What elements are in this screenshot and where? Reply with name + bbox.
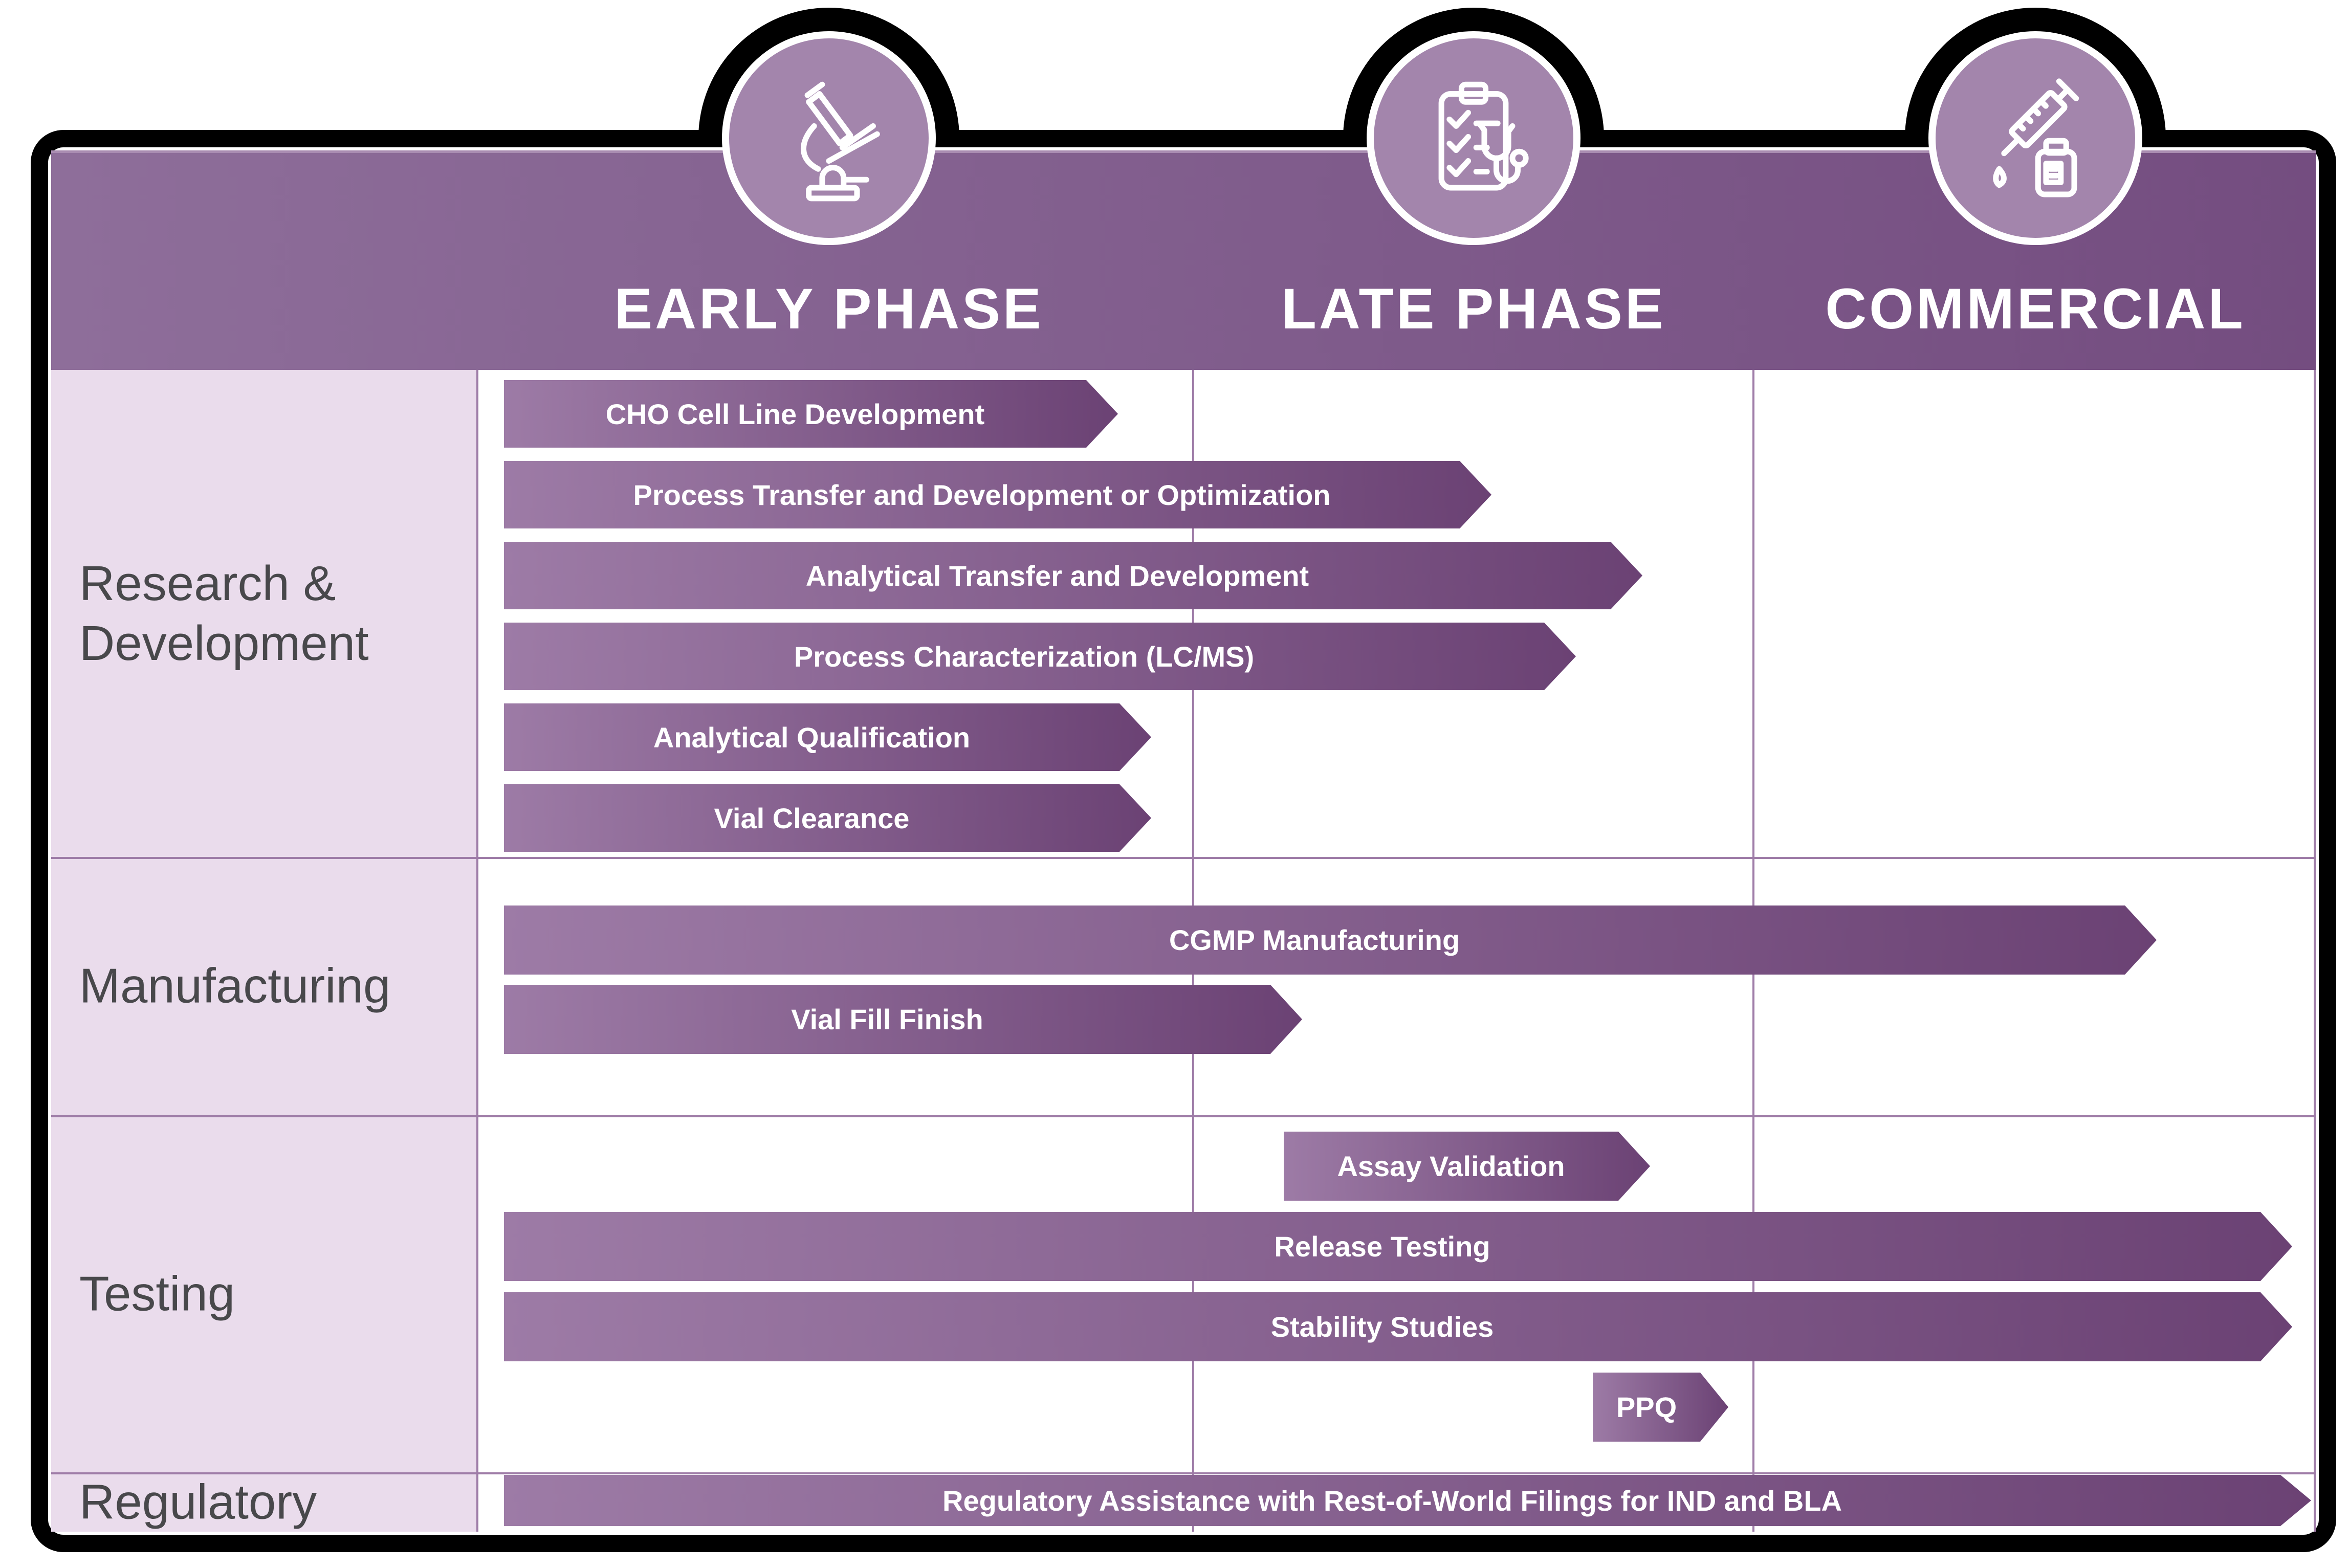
phase-title-commercial: COMMERCIAL: [1825, 277, 2246, 341]
gantt-bar: CGMP Manufacturing: [504, 906, 2157, 975]
gantt-bar: PPQ: [1593, 1373, 1728, 1442]
gantt-bar: Stability Studies: [504, 1292, 2292, 1361]
gantt-bar: Vial Clearance: [504, 784, 1151, 852]
gantt-grid: Research & Development Manufacturing Tes…: [51, 370, 2316, 1532]
phase-title-late: LATE PHASE: [1281, 277, 1666, 341]
category-row-line: [51, 1115, 2316, 1117]
gantt-bar: Regulatory Assistance with Rest-of-World…: [504, 1475, 2311, 1526]
grid-right-edge-line: [2314, 370, 2316, 1532]
gantt-bar: Vial Fill Finish: [504, 985, 1302, 1054]
gantt-bar: Release Testing: [504, 1212, 2292, 1281]
clipboard-checklist-icon: [1438, 81, 1529, 191]
phase-title-early: EARLY PHASE: [614, 277, 1044, 341]
gantt-bar: Process Transfer and Development or Opti…: [504, 461, 1491, 528]
badge-early-phase: [722, 31, 936, 245]
badge-late-phase: [1367, 31, 1580, 245]
syringe-vial-icon: [1993, 78, 2079, 197]
phase-header-band: EARLY PHASE LATE PHASE COMMERCIAL: [51, 150, 2316, 370]
gantt-bar: CHO Cell Line Development: [504, 380, 1118, 448]
gantt-bar: Analytical Transfer and Development: [504, 542, 1642, 609]
gantt-bar: Analytical Qualification: [504, 703, 1151, 771]
gantt-bar: Process Characterization (LC/MS): [504, 623, 1576, 690]
category-column: Research & Development Manufacturing Tes…: [51, 370, 478, 1532]
gantt-bar: Assay Validation: [1284, 1132, 1650, 1201]
microscope-icon: [800, 81, 880, 202]
category-manufacturing: Manufacturing: [79, 958, 391, 1013]
badge-commercial: [1928, 31, 2142, 245]
category-testing: Testing: [79, 1266, 235, 1321]
category-regulatory: Regulatory: [79, 1474, 317, 1530]
category-row-line: [51, 1472, 2316, 1474]
category-row-line: [51, 857, 2316, 859]
table-content: EARLY PHASE LATE PHASE COMMERCIAL Resear…: [51, 150, 2316, 1532]
table-frame: EARLY PHASE LATE PHASE COMMERCIAL Resear…: [31, 130, 2336, 1552]
category-research-development: Research & Development: [79, 556, 369, 671]
